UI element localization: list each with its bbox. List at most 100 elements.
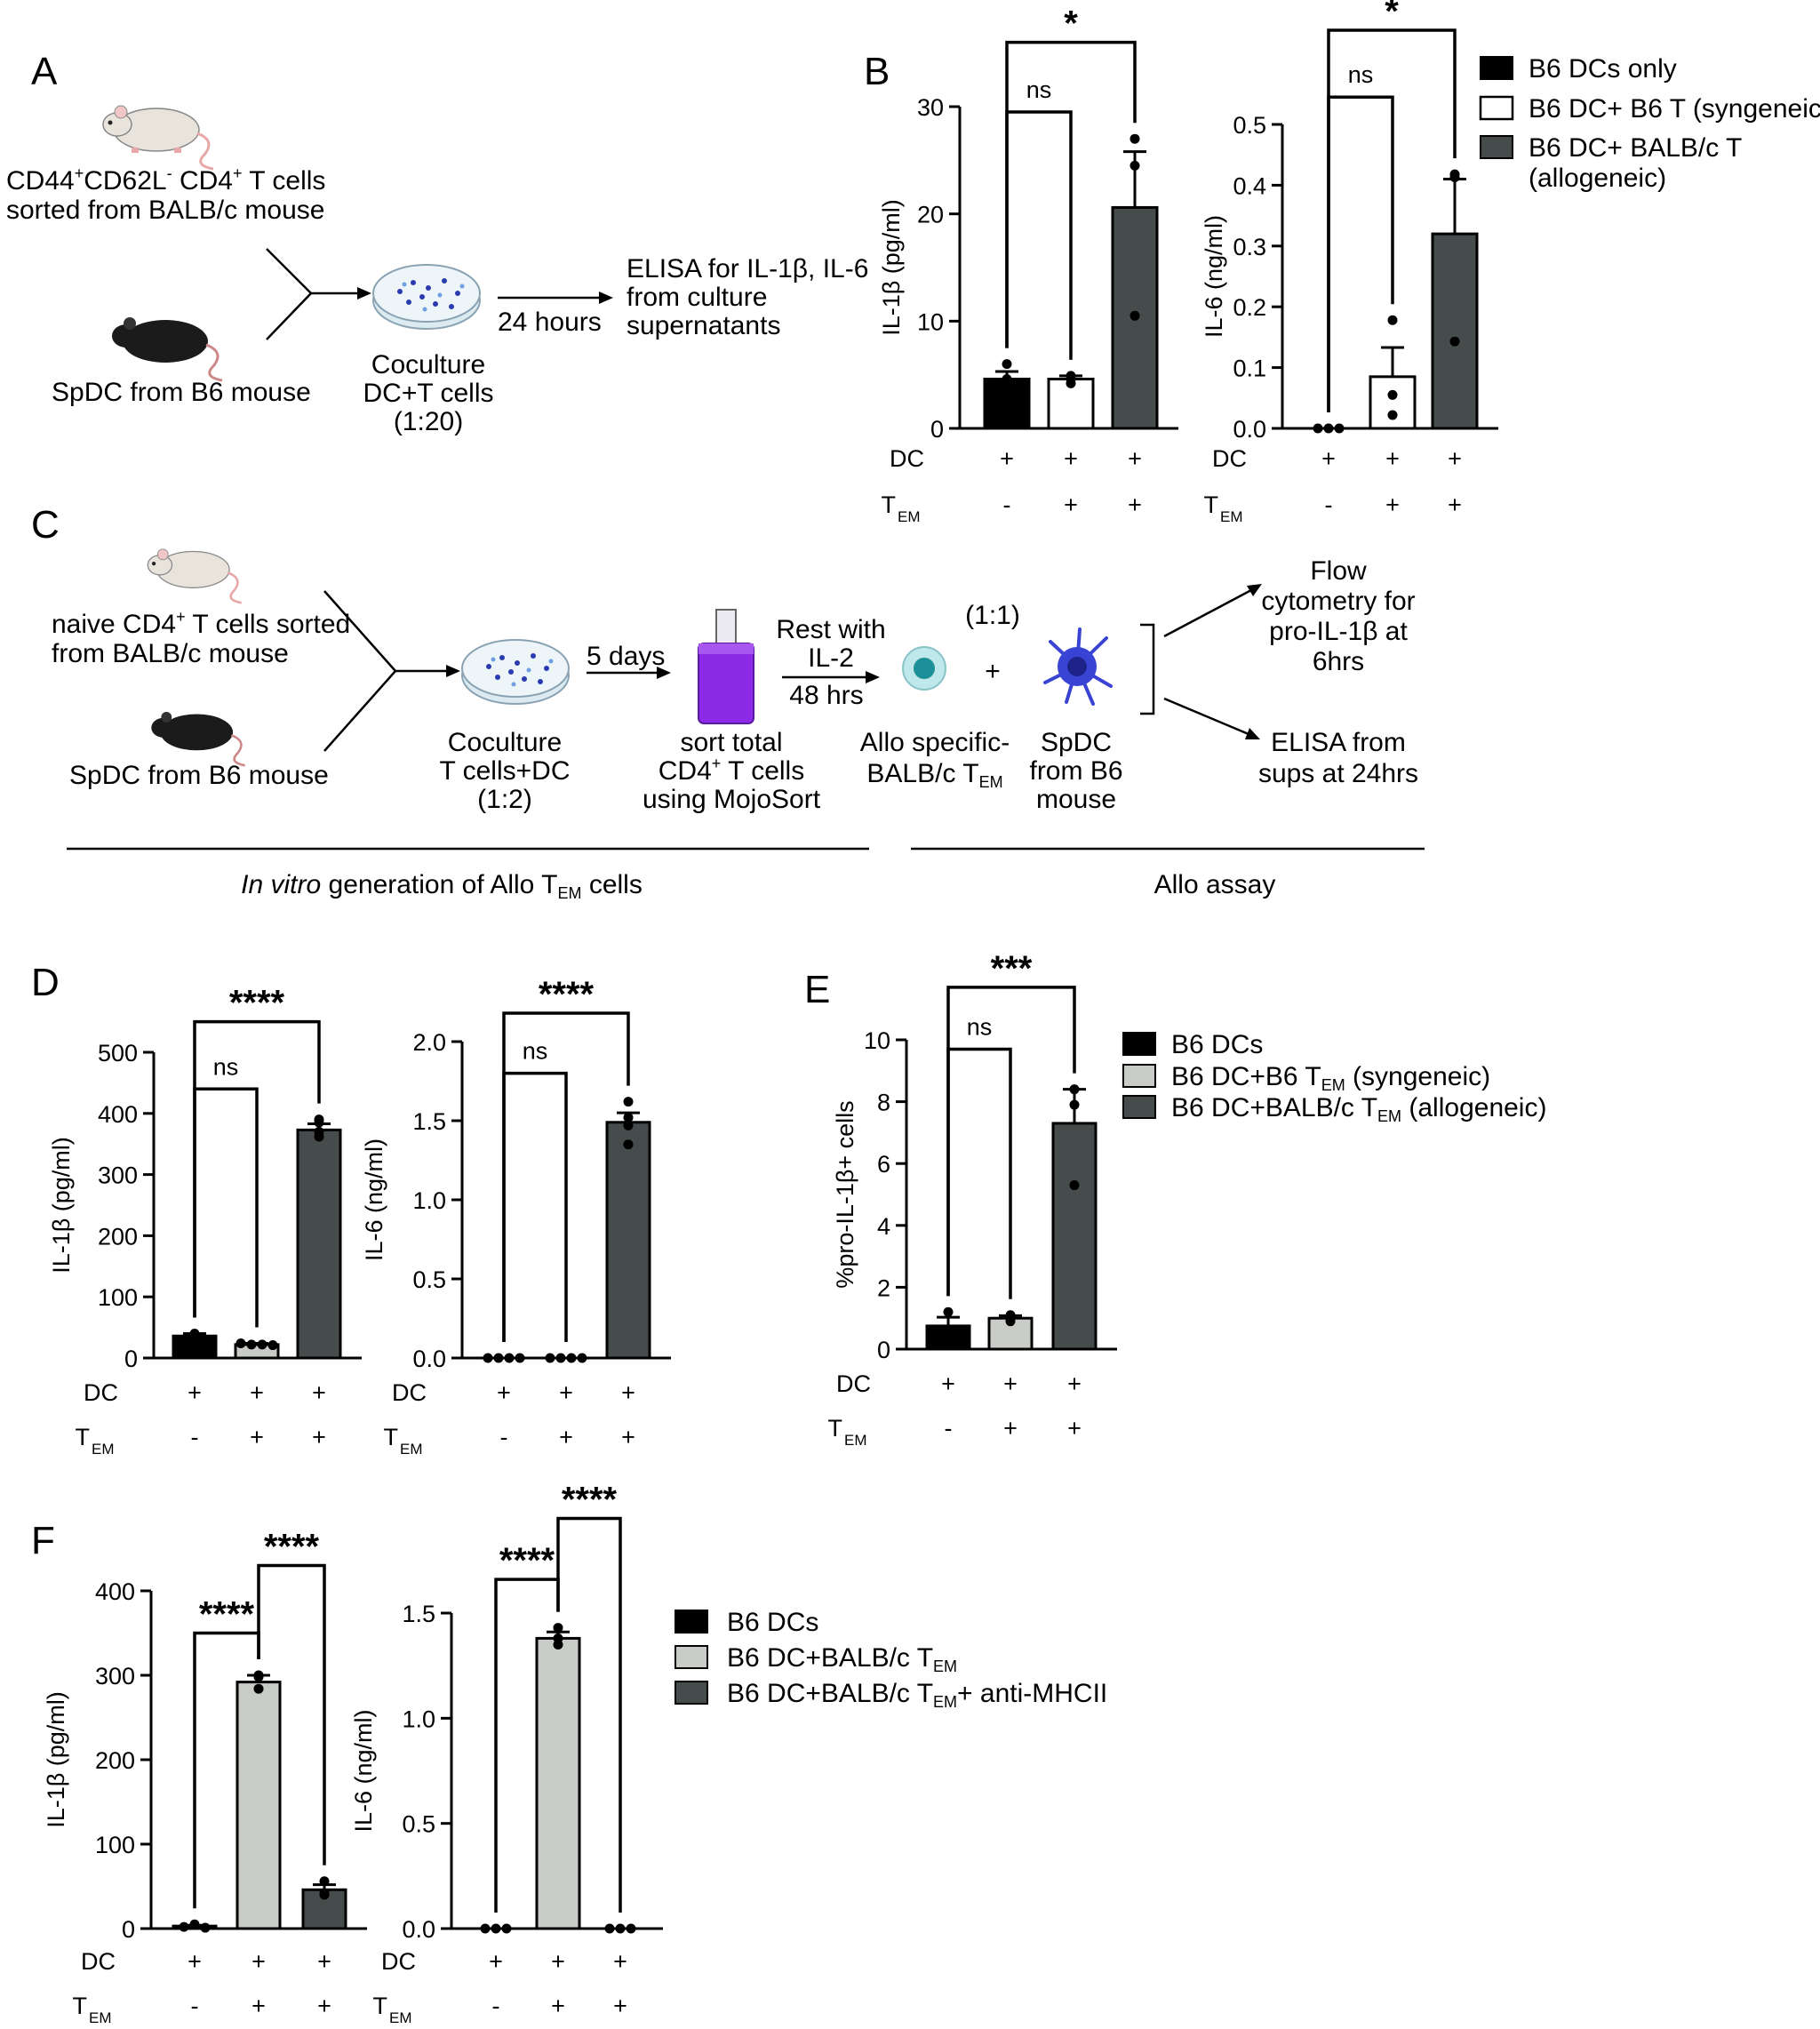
significance-label: *** — [991, 949, 1033, 988]
data-point — [504, 1353, 515, 1363]
y-tick-label: 100 — [95, 1832, 135, 1858]
coculture-ratio: (1:1) — [965, 601, 1020, 630]
tcell-description: CD44+CD62L- CD4+ T cells — [6, 164, 325, 196]
significance-bracket — [556, 1516, 622, 1913]
y-tick-label: 0.0 — [412, 1346, 446, 1372]
dc-value: + — [551, 1948, 565, 1975]
dc-value: + — [559, 1379, 573, 1406]
dc-value: + — [1003, 1370, 1018, 1397]
legend-e: B6 DCs B6 DC+B6 TEM (syngeneic) B6 DC+BA… — [1122, 1030, 1546, 1125]
significance-label: **** — [264, 1528, 320, 1567]
significance-bracket — [946, 1047, 1012, 1299]
t-value: + — [1067, 1415, 1082, 1442]
y-tick-label: 0.1 — [1233, 355, 1266, 382]
y-tick-label: 30 — [917, 94, 944, 121]
t-value: + — [1003, 1415, 1018, 1442]
allo-specific-l2: BALB/c TEM — [866, 759, 1002, 791]
dc-value: + — [613, 1948, 627, 1975]
petri-dish-icon — [372, 264, 481, 330]
dc-row-label: DC — [890, 445, 924, 472]
coculture-c-l2: T cells+DC — [440, 756, 571, 786]
dc-value: + — [251, 1948, 266, 1975]
flow-l1: Flow — [1310, 556, 1367, 586]
y-tick-label: 500 — [98, 1040, 138, 1066]
t-value: + — [613, 1993, 627, 2019]
data-point — [189, 1332, 200, 1343]
y-axis-label: IL-6 (ng/ml) — [361, 1138, 387, 1261]
t-value: + — [1064, 491, 1078, 518]
legend-f-swatch-2 — [675, 1645, 708, 1669]
dc-row-label: DC — [392, 1379, 427, 1406]
bar — [235, 1681, 282, 1930]
t-value: - — [1003, 491, 1011, 518]
data-point — [246, 1339, 257, 1350]
y-tick-label: 8 — [877, 1090, 890, 1116]
significance-label: ns — [213, 1053, 239, 1080]
bar — [296, 1128, 342, 1360]
legend-b-label-3b: (allogeneic) — [1529, 164, 1666, 193]
data-point — [553, 1640, 563, 1650]
legend-b-label-2: B6 DC+ B6 T (syngeneic) — [1529, 94, 1820, 124]
panel-c-schematic: naive CD4+ T cells sorted from BALB/c mo… — [52, 548, 1425, 902]
t-row-subscript: EM — [92, 1441, 115, 1458]
data-point — [623, 1097, 634, 1107]
dc-row-label: DC — [836, 1370, 871, 1397]
dc-value: + — [941, 1370, 955, 1397]
y-axis-label: IL-1β (pg/ml) — [878, 199, 905, 336]
significance-bracket — [502, 1071, 568, 1342]
significance-bracket — [1327, 28, 1457, 412]
allo-specific-l1: Allo specific- — [860, 728, 1010, 757]
data-point — [1069, 1084, 1080, 1095]
significance-label: **** — [562, 1481, 618, 1520]
elisa-a-l1: ELISA for IL-1β, IL-6 — [627, 254, 868, 284]
bar — [1369, 375, 1417, 430]
generation-caption: In vitro generation of Allo TEM cells — [241, 870, 643, 902]
t-row-label: T — [882, 491, 897, 518]
data-point — [1313, 423, 1323, 434]
data-point — [566, 1353, 577, 1363]
significance-bracket — [1005, 110, 1073, 360]
t-value: + — [621, 1424, 635, 1450]
significance-bracket — [946, 986, 1076, 1297]
legend-b: B6 DCs only B6 DC+ B6 T (syngeneic) B6 D… — [1479, 54, 1820, 193]
y-axis-label: IL-6 (ng/ml) — [350, 1709, 377, 1832]
data-point — [189, 1919, 200, 1929]
black-mouse-icon — [112, 317, 223, 382]
naive-tcell-source: from BALB/c mouse — [52, 639, 289, 668]
rest-l3: 48 hrs — [789, 681, 863, 710]
spdc-label: SpDC from B6 mouse — [52, 378, 311, 407]
y-tick-label: 1.5 — [402, 1601, 435, 1627]
data-point — [545, 1353, 555, 1363]
data-point — [623, 1139, 634, 1150]
y-axis-label: IL-1β (pg/ml) — [43, 1691, 69, 1828]
t-value: - — [492, 1993, 500, 2019]
legend-e-swatch-3 — [1122, 1095, 1156, 1119]
t-row-label: T — [828, 1415, 843, 1442]
data-point — [943, 1306, 954, 1317]
y-tick-label: 0 — [930, 416, 944, 443]
data-point — [623, 1120, 634, 1130]
data-point — [253, 1683, 264, 1694]
flow-l4: 6hrs — [1313, 647, 1364, 676]
t-value: - — [191, 1424, 199, 1450]
t-row-subscript: EM — [844, 1432, 867, 1449]
legend-e-swatch-1 — [1122, 1032, 1156, 1056]
legend-b-label-1: B6 DCs only — [1529, 54, 1677, 84]
t-value: + — [251, 1993, 266, 2019]
y-tick-label: 0 — [122, 1916, 135, 1943]
panel-label-c: C — [31, 503, 60, 547]
spdc-b6-l3: mouse — [1036, 785, 1116, 814]
panel-a-schematic: CD44+CD62L- CD4+ T cells sorted from BAL… — [6, 105, 868, 436]
y-tick-label: 0 — [877, 1337, 890, 1363]
t-value: + — [559, 1424, 573, 1450]
significance-bracket — [257, 1563, 326, 1865]
flow-l3: pro-IL-1β at — [1269, 617, 1408, 646]
sort-l1: sort total — [680, 728, 782, 757]
legend-b-label-3: B6 DC+ BALB/c T — [1529, 133, 1742, 163]
white-mouse-icon — [147, 548, 242, 604]
y-tick-label: 4 — [877, 1213, 890, 1240]
dc-value: + — [188, 1948, 202, 1975]
t-row-label: T — [384, 1424, 399, 1450]
data-point — [1002, 382, 1012, 393]
